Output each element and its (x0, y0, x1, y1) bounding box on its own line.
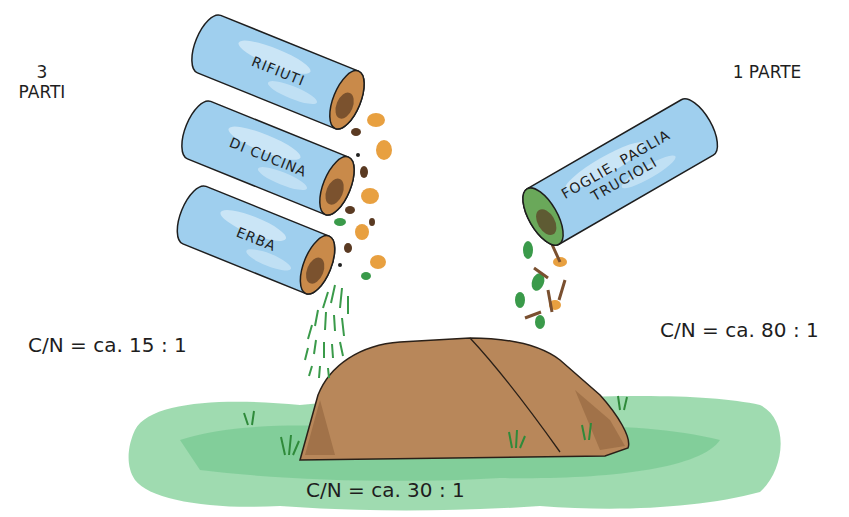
can-opening (293, 231, 342, 299)
can-body (170, 181, 342, 298)
grass-tufts (244, 396, 627, 455)
parts-label: 3 PARTI (12, 62, 72, 103)
can-contents (322, 176, 347, 207)
heap-ridge (470, 338, 560, 452)
can-contents (303, 255, 328, 286)
ratio-label: C/N = ca. 30 : 1 (306, 478, 465, 502)
can-opening (313, 152, 362, 220)
heap-shade (305, 400, 335, 455)
waste-can: FOGLIE, PAGLIA TRUCIOLI (515, 93, 726, 252)
can-contents (532, 206, 561, 239)
can-contents (332, 90, 357, 121)
ratio-label: C/N = ca. 80 : 1 (660, 318, 819, 342)
compost-heap (300, 338, 629, 460)
parts-label: 1 PARTE (732, 62, 802, 82)
can-opening (323, 66, 372, 134)
grass-falling (305, 285, 348, 378)
can-body (515, 93, 726, 252)
ratio-label: C/N = ca. 15 : 1 (28, 333, 187, 357)
